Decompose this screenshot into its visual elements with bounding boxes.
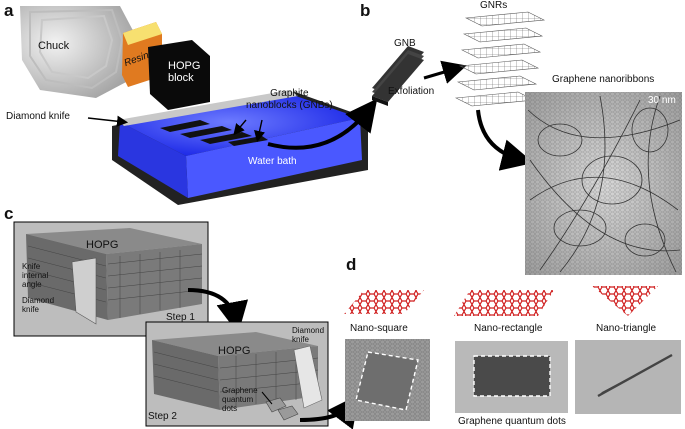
curved-arrow-to-tem [476, 109, 534, 171]
nano-rectangle-lattice [454, 290, 554, 316]
label-hopg-block: HOPG block [168, 60, 201, 84]
hopg-block-step1 [26, 228, 203, 325]
tem-nano-triangle [575, 340, 681, 414]
tem-image-nanoribbons [525, 92, 682, 275]
arrow-step1-to-step2 [187, 288, 249, 334]
panel-label-c: c [4, 204, 14, 223]
gnb-arrow-2 [254, 119, 265, 143]
label-chuck: Chuck [38, 40, 70, 52]
nano-square-lattice [344, 290, 424, 314]
label-diamond-knife: Diamond knife [6, 111, 70, 122]
nano-triangle-lattice [592, 286, 658, 316]
tem-nano-square [345, 339, 430, 421]
label-nano-rectangle: Nano-rectangle [474, 323, 543, 334]
label-graphene-quantum-dots: Graphene quantum dots [458, 416, 566, 427]
exfoliation-arrow [423, 60, 467, 84]
label-exfoliation: Exfoliation [388, 86, 435, 97]
gnb-stack [372, 46, 424, 106]
gnr-sheets [454, 11, 546, 107]
label-step1: Step 1 [166, 312, 195, 323]
hopg-block-graphic [148, 40, 210, 110]
hopg-block-step2 [152, 332, 323, 421]
label-gnrs: GNRs [480, 0, 508, 11]
label-step2: Step 2 [148, 411, 177, 422]
label-diamond-knife-step2: Diamond knife [292, 326, 325, 344]
gnb-arrow-1 [233, 119, 247, 136]
panel-label-b: b [360, 1, 371, 20]
label-graphene-quantum-dots-step2: Graphene quantum dots [222, 386, 258, 413]
label-diamond-knife-step1: Diamond knife [22, 296, 55, 314]
tem-nano-rectangle [455, 341, 568, 413]
panel-label-d: d [346, 255, 357, 274]
panel-label-a: a [4, 1, 14, 20]
label-gnb: GNB [394, 38, 416, 49]
label-water-bath: Water bath [248, 156, 297, 167]
label-nano-triangle: Nano-triangle [596, 323, 657, 334]
label-nano-square: Nano-square [350, 323, 408, 334]
label-scale-bar: 30 nm [648, 95, 676, 106]
label-hopg-step1: HOPG [86, 239, 119, 251]
chuck-graphic [20, 6, 138, 98]
label-graphene-nanoribbons: Graphene nanoribbons [552, 74, 655, 85]
label-knife-internal-angle: Knife internal angle [22, 262, 49, 289]
diamond-knife-arrow [87, 115, 129, 127]
label-hopg-step2: HOPG [218, 345, 251, 357]
label-graphite-nanoblocks: Graphite nanoblocks (GNBs) [246, 88, 333, 111]
curved-arrow-a-to-b [267, 98, 378, 150]
gqd-pointer [261, 391, 273, 405]
